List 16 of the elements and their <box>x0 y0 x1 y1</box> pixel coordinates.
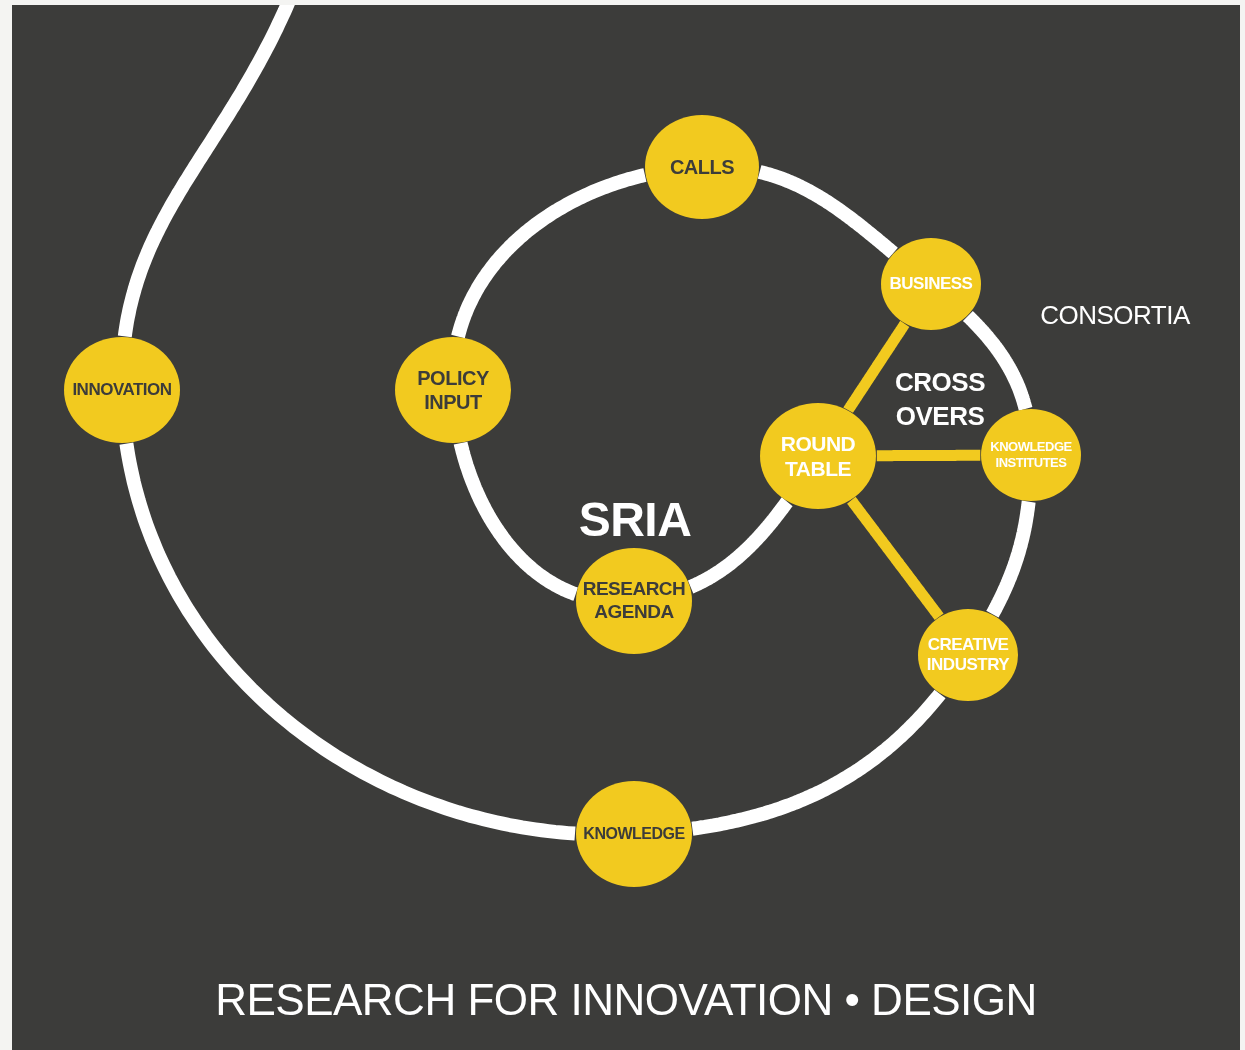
consortia-label: CONSORTIA <box>1040 300 1190 331</box>
node-label: CALLS <box>669 155 735 179</box>
node-label: POLICY INPUT <box>416 366 490 414</box>
node-label: KNOWLEDGE <box>583 824 685 844</box>
node-label: RESEARCH AGENDA <box>581 578 687 624</box>
sria-label: SRIA <box>577 492 693 547</box>
spiral-line <box>119 442 576 841</box>
node-label: KNOWLEDGE INSTITUTES <box>989 439 1073 471</box>
crossovers-label: CROSS OVERS <box>894 366 986 433</box>
title: RESEARCH FOR INNOVATION • DESIGN <box>214 975 1038 1025</box>
connector-line <box>846 495 944 622</box>
node-label: CREATIVE INDUSTRY <box>925 634 1011 676</box>
node-label: ROUND TABLE <box>779 430 857 482</box>
node-label: INNOVATION <box>72 379 172 401</box>
connector-line <box>843 319 910 415</box>
node-label: BUSINESS <box>889 273 973 295</box>
